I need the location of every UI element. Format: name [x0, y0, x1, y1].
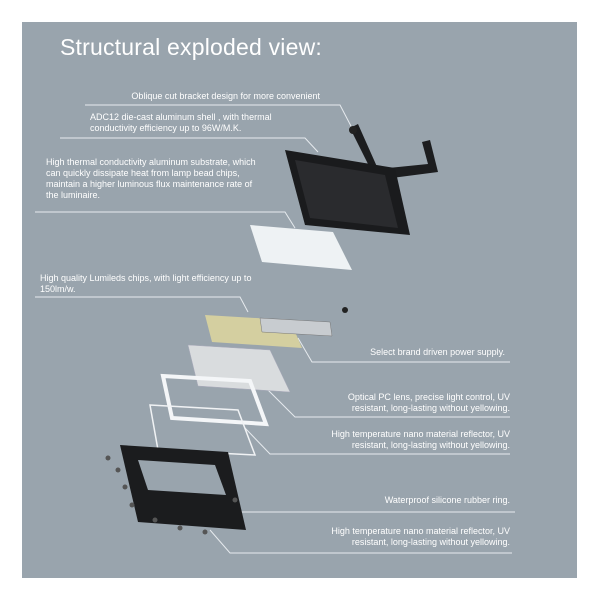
leader-line-bracket: [85, 104, 353, 129]
frame-part: [160, 373, 269, 427]
caption-reflector2: High temperature nano material reflector…: [331, 526, 510, 547]
leader-line-driver: [297, 337, 510, 363]
substrate-part: [250, 225, 352, 270]
leader-line-lens: [267, 389, 510, 418]
reflector-part: [149, 404, 257, 456]
leader-line-reflector2: [209, 529, 512, 554]
screws: [105, 455, 238, 535]
caption-substrate: High thermal conductivity aluminum subst…: [46, 157, 256, 200]
caption-shell: ADC12 die-cast aluminum shell , with the…: [90, 112, 272, 133]
leader-lines: [35, 104, 515, 554]
caption-ring: Waterproof silicone rubber ring.: [384, 495, 510, 505]
infographic-panel: [22, 22, 577, 578]
leader-line-reflector: [244, 427, 510, 455]
lens-part: [187, 344, 291, 393]
caption-driver: Select brand driven power supply.: [370, 347, 505, 357]
caption-lens: Optical PC lens, precise light control, …: [347, 392, 510, 413]
caption-bracket: Oblique cut bracket design for more conv…: [131, 91, 320, 101]
leader-line-shell: [60, 137, 319, 153]
caption-chips: High quality Lumileds chips, with light …: [40, 273, 252, 294]
driver-part: [259, 317, 333, 337]
leader-line-chips: [35, 296, 249, 313]
caption-reflector: High temperature nano material reflector…: [331, 429, 510, 450]
leader-line-substrate: [35, 211, 296, 229]
page-title: Structural exploded view:: [60, 34, 322, 60]
